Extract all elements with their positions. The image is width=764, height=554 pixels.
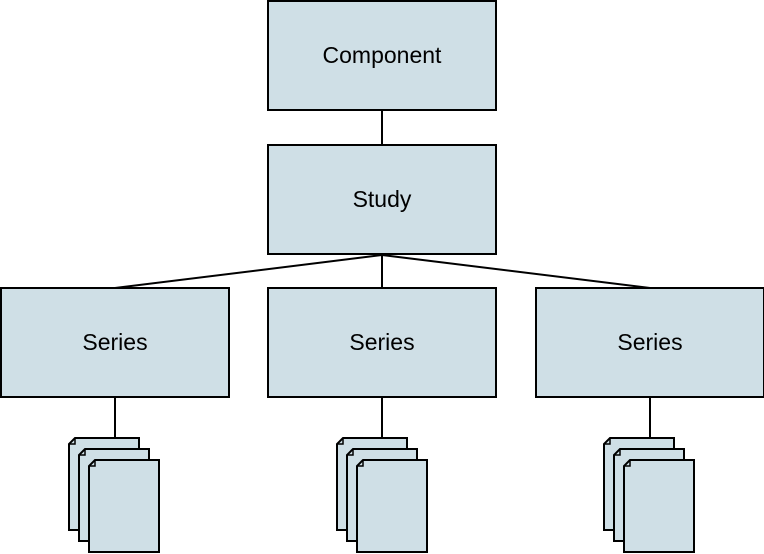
series-label: Series — [617, 329, 683, 355]
series-node: Series — [535, 287, 764, 398]
study-label: Study — [352, 186, 412, 212]
component-node: Component — [267, 0, 497, 111]
connector-study-series-3 — [381, 254, 651, 289]
series-node: Series — [0, 287, 230, 398]
series-label: Series — [82, 329, 148, 355]
stacked-documents-icon — [603, 437, 695, 553]
stacked-documents-icon — [68, 437, 160, 553]
connector-study-series-1 — [114, 254, 383, 289]
series-node: Series — [267, 287, 497, 398]
component-label: Component — [322, 42, 442, 68]
series-label: Series — [349, 329, 415, 355]
stacked-documents-icon — [336, 437, 428, 553]
study-node: Study — [267, 144, 497, 255]
